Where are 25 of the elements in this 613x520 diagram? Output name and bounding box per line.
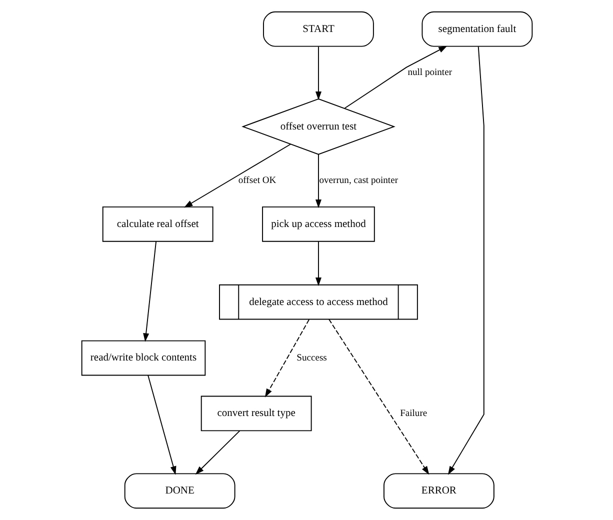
arrow [264, 319, 310, 398]
arrow [194, 430, 240, 475]
node-box: DONE [124, 473, 235, 509]
arrow [344, 46, 447, 109]
node-box: segmentation fault [421, 11, 532, 47]
node-box: convert result type [200, 396, 312, 432]
arrow [184, 144, 290, 208]
node-box: read/write block contents [80, 340, 206, 376]
edge-label: overrun, cast pointer [318, 175, 398, 186]
arrow [147, 374, 176, 475]
edge-label: Failure [400, 408, 427, 419]
node-box: ERROR [383, 473, 494, 509]
arrow [314, 241, 321, 286]
edge-label: null pointer [407, 66, 452, 78]
arrow [142, 241, 156, 342]
arrow [447, 46, 484, 475]
node-box: START [262, 11, 374, 47]
arrow [314, 154, 321, 208]
arrow [328, 318, 429, 475]
node-box: calculate real offset [102, 206, 213, 242]
edge-label: offset OK [238, 175, 276, 186]
edge-label: Success [296, 352, 326, 364]
node-box: pick up access method [262, 206, 374, 242]
node-diamond: offset overrun test [241, 98, 395, 155]
arrow [314, 46, 321, 100]
